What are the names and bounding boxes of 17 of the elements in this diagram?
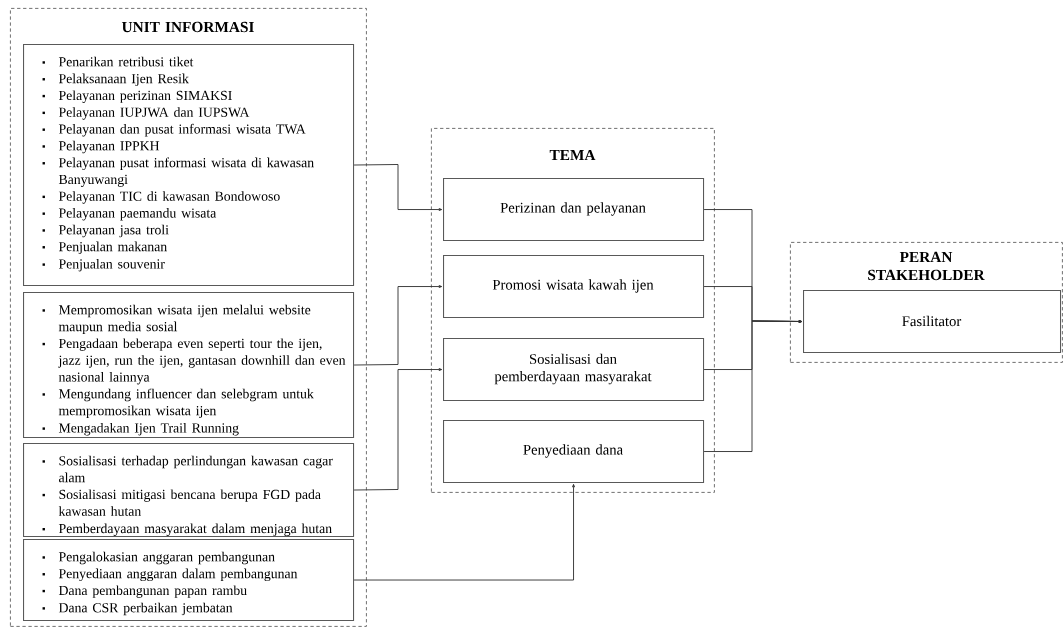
process-box: Perizinan dan pelayanan: [443, 178, 705, 242]
bullet-list-box: Pengalokasian anggaran pembangunan Penyediaan anggaran dalam pembangunan Dana pembangunan papan rambu Dana CSR perbaikan jembatan: [23, 539, 355, 622]
group-heading: TEMA: [549, 149, 596, 161]
connector-arrow: [353, 483, 575, 581]
connector-arrow: [703, 320, 803, 452]
group-heading: UNIT INFORMASI: [121, 21, 254, 33]
process-box: Promosi wisata kawah ijen: [443, 255, 705, 319]
connector-arrow: [353, 368, 443, 491]
connector-arrow: [353, 285, 443, 366]
group-heading: PERAN STAKEHOLDER: [868, 251, 985, 281]
process-box: Fasilitator: [803, 290, 1062, 354]
process-box: Sosialisasi dan pemberdayaan masyarakat: [443, 338, 705, 402]
bullet-list-box: Mempromosikan wisata ijen melalui website maupun media sosial Pengadaan beberapa even seperti tour the ijen, jazz ijen, run the ijen, gantasan downhill dan even nasional lainnya Mengundang influencer dan selebgram untuk mempromosikan wisata ijen Mengadakan Ijen Trail Running: [23, 292, 355, 439]
connector-arrow: [353, 164, 443, 211]
bullet-list-box: Sosialisasi terhadap perlindungan kawasan cagar alam Sosialisasi mitigasi bencana berupa FGD pada kawasan hutan Pemberdayaan masyarakat dalam menjaga hutan: [23, 443, 355, 538]
process-box: Penyediaan dana: [443, 420, 705, 484]
bullet-list-box: Penarikan retribusi tiket Pelaksanaan Ijen Resik Pelayanan perizinan SIMAKSI Pelayanan IUPJWA dan IUPSWA Pelayanan dan pusat informasi wisata TWA Pelayanan IPPKH Pelayanan pusat informasi wisata di kawasan Banyuwangi Pelayanan TIC di kawasan Bondowoso Pelayanan paemandu wisata Pelayanan jasa troli Penjualan makanan Penjualan souvenir: [23, 44, 355, 287]
